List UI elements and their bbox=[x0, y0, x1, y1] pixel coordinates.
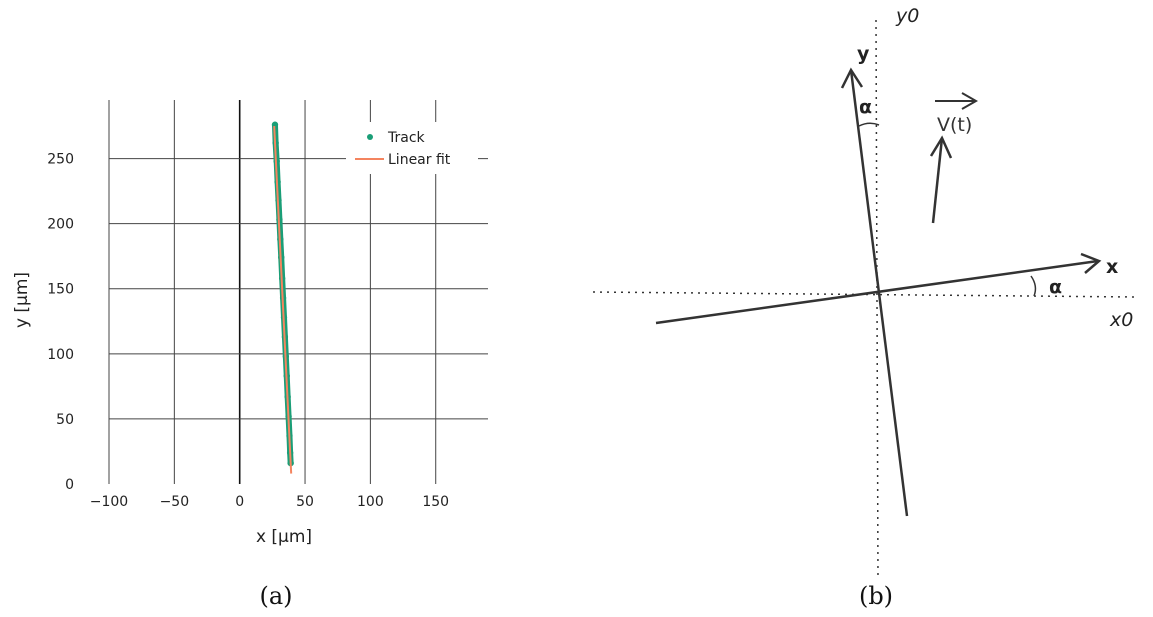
velocity-arrowhead bbox=[929, 135, 953, 159]
y-tick-label: 200 bbox=[47, 217, 74, 233]
y0-label: y0 bbox=[895, 5, 919, 27]
alpha-label-y: α bbox=[859, 96, 872, 118]
x-label: x bbox=[1106, 256, 1118, 278]
caption-b: (b) bbox=[859, 582, 893, 610]
y-rotated-axis bbox=[849, 69, 909, 517]
velocity-vector bbox=[931, 137, 944, 224]
y-tick-label: 100 bbox=[47, 347, 74, 363]
legend-track-marker bbox=[367, 134, 373, 140]
chart-series bbox=[271, 121, 294, 474]
x-tick-label: 50 bbox=[296, 494, 314, 510]
legend-background bbox=[346, 122, 478, 174]
caption-a: (a) bbox=[259, 582, 292, 610]
y-tick-label: 150 bbox=[47, 282, 74, 298]
y-label: y bbox=[857, 43, 870, 65]
x-tick-label: −50 bbox=[160, 494, 190, 510]
legend-fit-label: Linear fit bbox=[388, 152, 451, 168]
vector-symbol-arrowhead bbox=[961, 92, 979, 110]
chart-legend: Track Linear fit bbox=[346, 122, 478, 174]
y-tick-label: 0 bbox=[65, 477, 74, 493]
y-tick-label: 50 bbox=[56, 412, 74, 428]
y-axis-label: y [µm] bbox=[12, 272, 32, 328]
x-tick-labels: −100 −50 0 50 100 150 bbox=[90, 494, 449, 510]
rotation-diagram: y0 x0 x y α α V(t) bbox=[592, 5, 1138, 581]
x-tick-label: 100 bbox=[357, 494, 384, 510]
y0-reference-axis bbox=[875, 19, 879, 581]
y-tick-labels: 0 50 100 150 200 250 bbox=[47, 152, 74, 493]
x-axis-label: x [µm] bbox=[256, 527, 312, 547]
alpha-arc-y bbox=[858, 122, 880, 127]
alpha-arc-x bbox=[1030, 275, 1037, 297]
x-tick-label: 150 bbox=[422, 494, 449, 510]
x-axis-arrowhead bbox=[1080, 252, 1102, 274]
y-tick-label: 250 bbox=[47, 152, 74, 168]
alpha-label-x: α bbox=[1049, 276, 1062, 298]
x-tick-label: 0 bbox=[235, 494, 244, 510]
legend-track-label: Track bbox=[387, 130, 426, 146]
x-rotated-axis bbox=[655, 259, 1099, 325]
x-tick-label: −100 bbox=[90, 494, 128, 510]
x0-label: x0 bbox=[1109, 309, 1133, 331]
y-axis-arrowhead bbox=[840, 67, 864, 89]
velocity-label: V(t) bbox=[937, 114, 972, 136]
linear-fit-line bbox=[273, 125, 293, 474]
